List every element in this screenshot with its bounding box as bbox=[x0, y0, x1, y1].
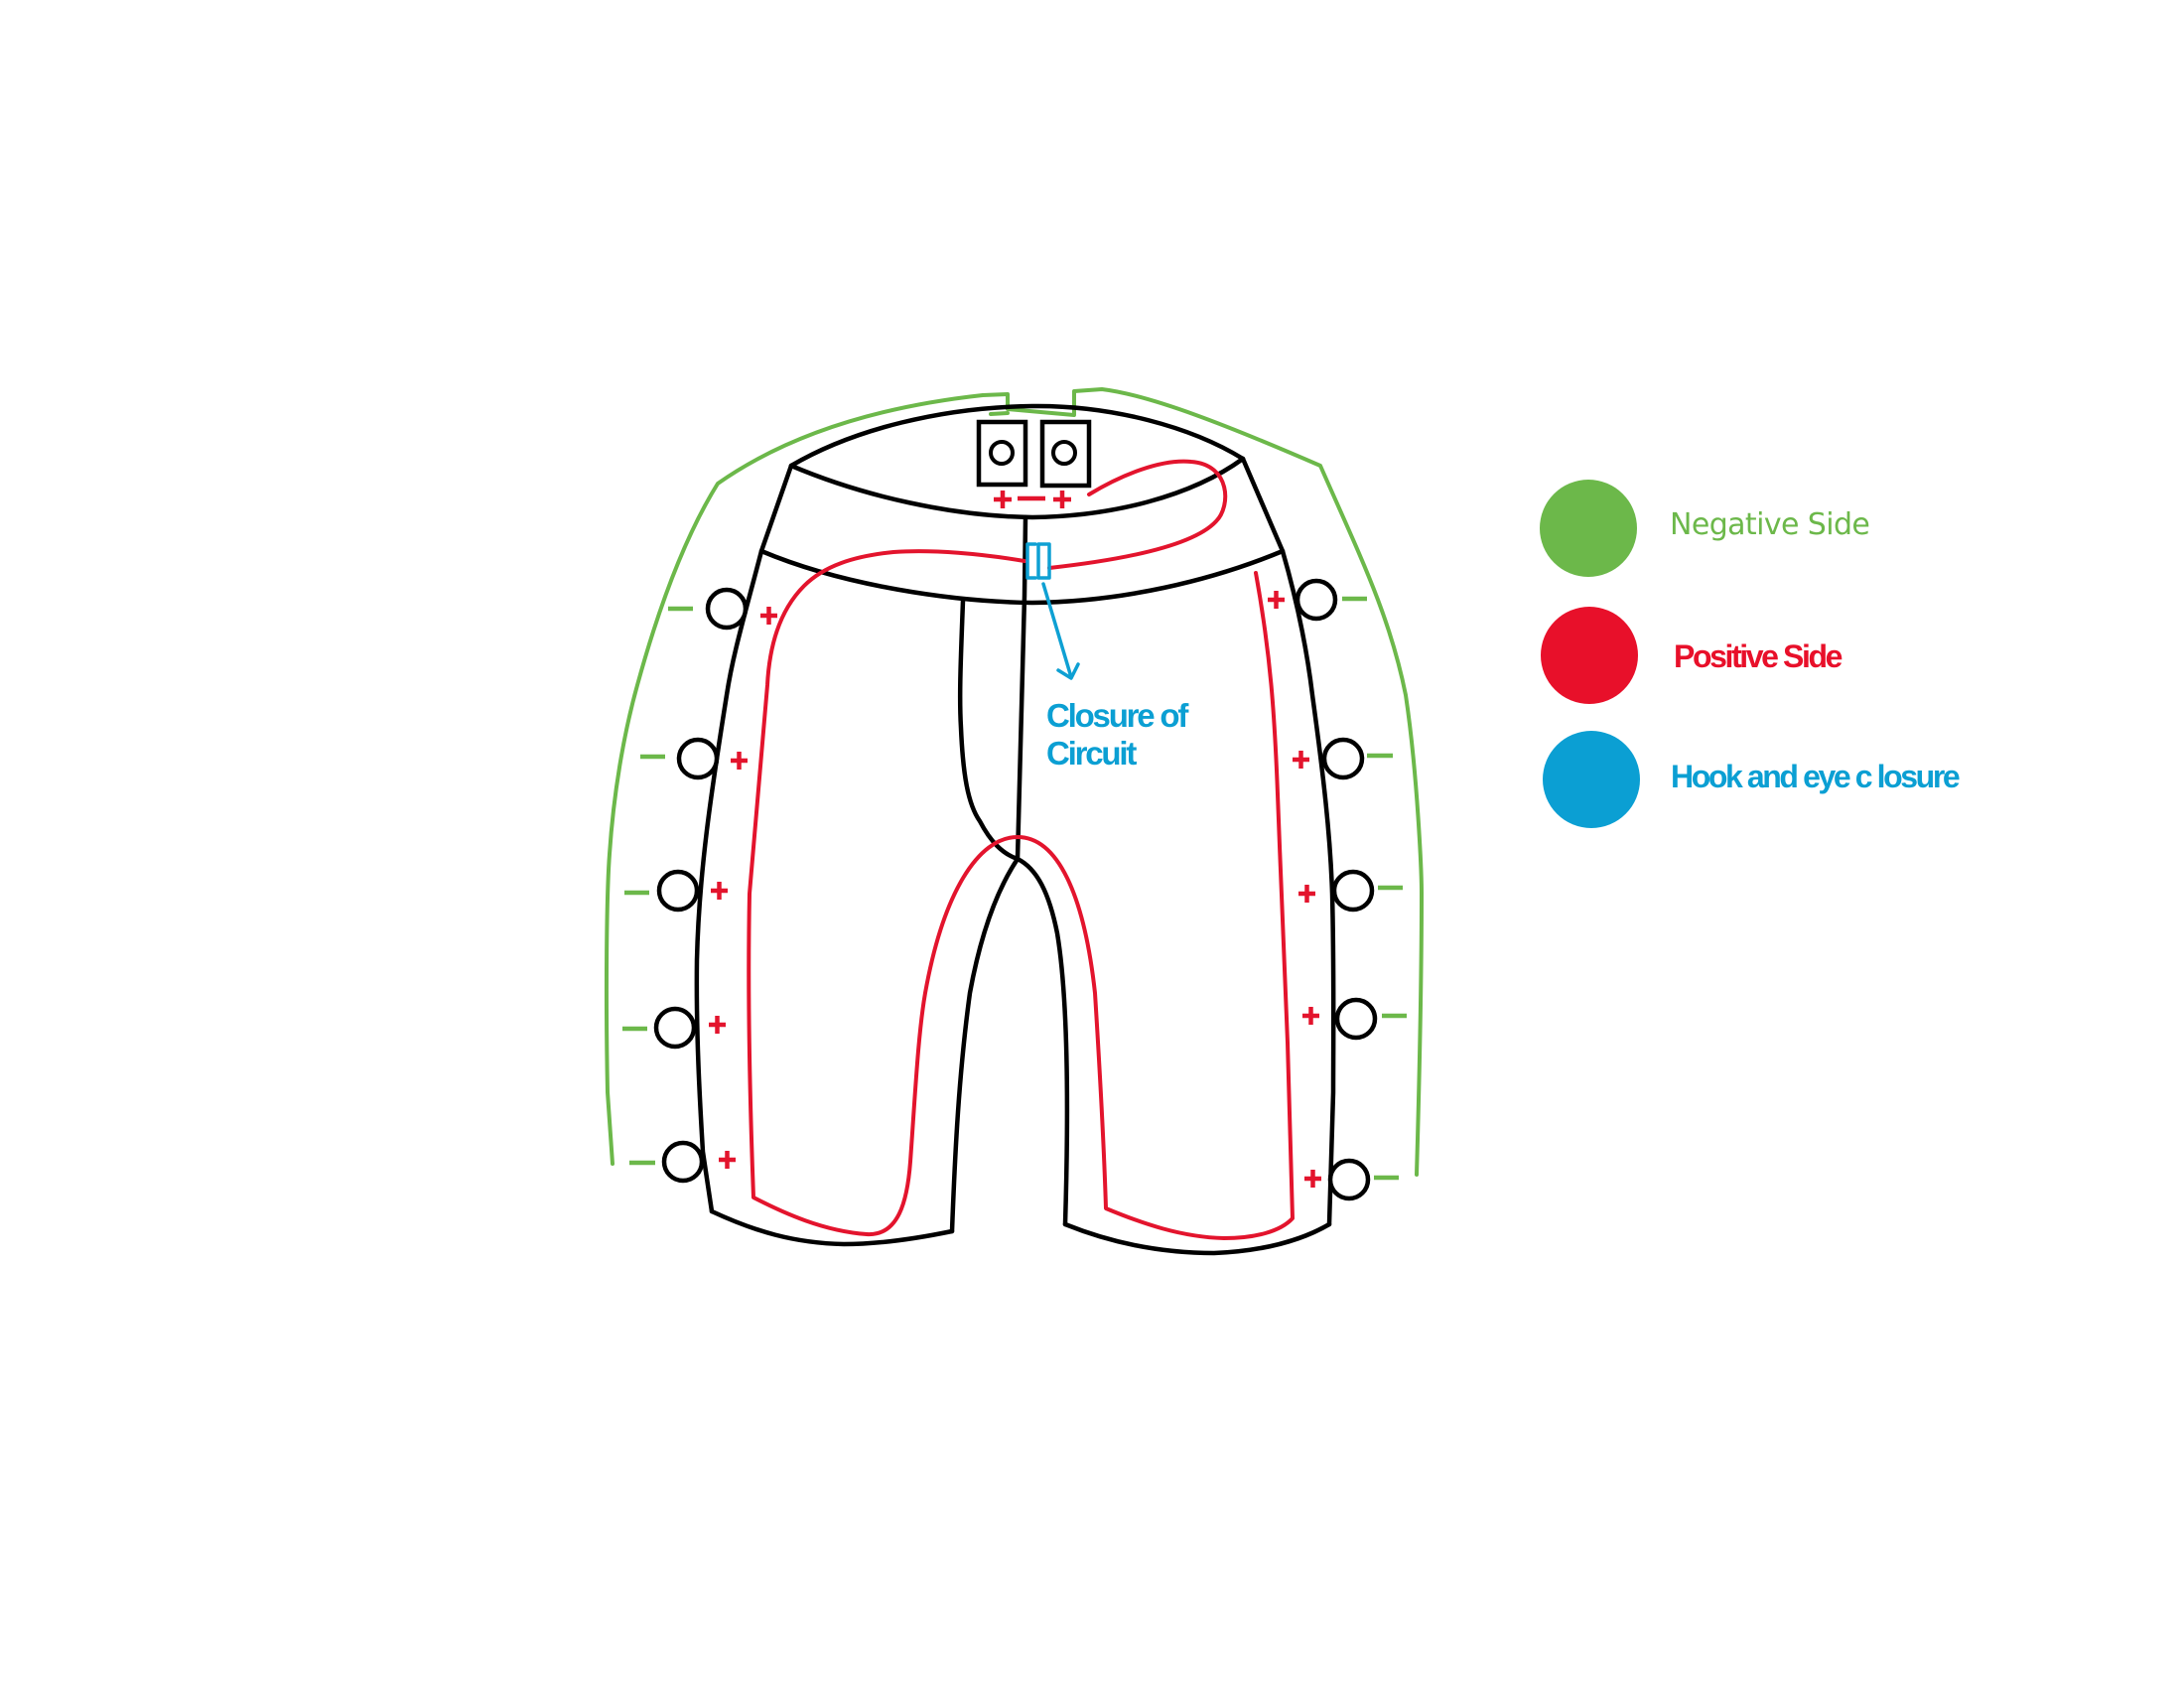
negative-wire bbox=[604, 387, 1424, 1177]
left-terminal-3 bbox=[624, 869, 728, 913]
battery-terminal-left bbox=[989, 440, 1015, 466]
hook-and-eye-closure bbox=[1025, 542, 1051, 580]
legend-label-negative: Negative Side bbox=[1670, 507, 1869, 542]
positive-wire bbox=[747, 459, 1295, 1240]
right-terminal-5 bbox=[1304, 1158, 1399, 1201]
snap-button bbox=[653, 1006, 697, 1050]
shorts-outline bbox=[694, 403, 1336, 1256]
left-terminal-2 bbox=[640, 737, 748, 780]
snap-button bbox=[1295, 578, 1338, 622]
battery-sign-plus-right bbox=[1053, 491, 1071, 508]
battery-sign-plus-left bbox=[994, 491, 1012, 508]
battery-pack bbox=[976, 419, 1092, 508]
left-terminal-5 bbox=[629, 1140, 736, 1184]
snap-button bbox=[1327, 1158, 1371, 1201]
legend-swatch-negative bbox=[1540, 480, 1637, 577]
snap-button bbox=[656, 869, 700, 913]
closure-label-line1: Closure of bbox=[1046, 697, 1189, 734]
closure-label-line2: Circuit bbox=[1046, 735, 1137, 772]
legend-item-hook: Hook and eye c losure bbox=[1543, 731, 1962, 828]
legend: Negative Side Positive Side Hook and eye… bbox=[1540, 480, 1962, 828]
legend-swatch-positive bbox=[1541, 607, 1638, 704]
snap-button bbox=[661, 1140, 705, 1184]
snap-button bbox=[705, 587, 749, 631]
snap-button bbox=[1321, 737, 1365, 780]
legend-item-negative: Negative Side bbox=[1540, 480, 1870, 577]
snap-button bbox=[1334, 997, 1378, 1041]
right-terminal-2 bbox=[1293, 737, 1393, 780]
right-terminal-3 bbox=[1298, 869, 1403, 913]
legend-swatch-hook bbox=[1543, 731, 1640, 828]
right-terminal-1 bbox=[1268, 578, 1367, 622]
right-terminal-4 bbox=[1302, 997, 1407, 1041]
legend-item-positive: Positive Side bbox=[1541, 607, 1844, 704]
snap-button bbox=[676, 737, 720, 780]
left-terminal-4 bbox=[622, 1006, 726, 1050]
legend-label-hook: Hook and eye c losure bbox=[1671, 759, 1960, 794]
right-terminals bbox=[1268, 578, 1407, 1201]
left-terminals bbox=[622, 587, 777, 1184]
legend-label-positive: Positive Side bbox=[1674, 638, 1843, 674]
battery-terminal-right bbox=[1051, 440, 1077, 466]
snap-button bbox=[1331, 869, 1375, 913]
closure-arrow-icon bbox=[1041, 582, 1080, 680]
left-terminal-1 bbox=[668, 587, 777, 631]
battery-box-left bbox=[976, 419, 1028, 488]
